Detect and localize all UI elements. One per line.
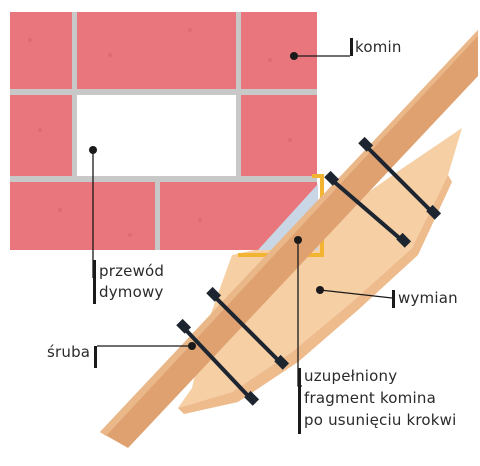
bolt-nuts xyxy=(176,136,442,406)
flue-opening xyxy=(75,95,240,176)
label-bar-wymian xyxy=(392,290,395,308)
label-bar-sruba xyxy=(94,346,97,368)
bolts xyxy=(182,144,436,402)
mortar-joint xyxy=(10,176,317,182)
chimney xyxy=(10,12,317,250)
bolt xyxy=(182,326,254,402)
mortar-joint xyxy=(10,89,317,95)
mortar-joint xyxy=(155,180,160,250)
label-przewod-line1: przewód xyxy=(99,262,165,280)
bolt xyxy=(330,178,406,244)
label-sruba: śruba xyxy=(47,343,91,361)
bolt xyxy=(364,144,436,216)
mortar-joint xyxy=(72,92,77,178)
label-bar-komin xyxy=(350,38,353,56)
label-fragment-line2: fragment komina xyxy=(304,389,436,407)
leader-wymian xyxy=(319,289,393,299)
rafter-beam-highlight xyxy=(100,30,478,436)
label-fragment-line3: po usunięciu krokwi xyxy=(304,411,457,429)
label-bar-fragment xyxy=(298,368,301,434)
label-bar-przewod xyxy=(93,260,96,304)
mortar-joint xyxy=(72,12,77,92)
mortar-joint xyxy=(236,12,241,92)
label-przewod-line2: dymowy xyxy=(99,283,164,301)
bolt xyxy=(212,294,284,366)
label-fragment-line1: uzupełniony xyxy=(304,367,398,385)
leader-dots xyxy=(89,52,324,350)
trimmer-beam xyxy=(178,128,462,408)
label-wymian: wymian xyxy=(398,289,458,307)
mortar-joint xyxy=(236,92,241,178)
label-komin: komin xyxy=(355,38,402,56)
